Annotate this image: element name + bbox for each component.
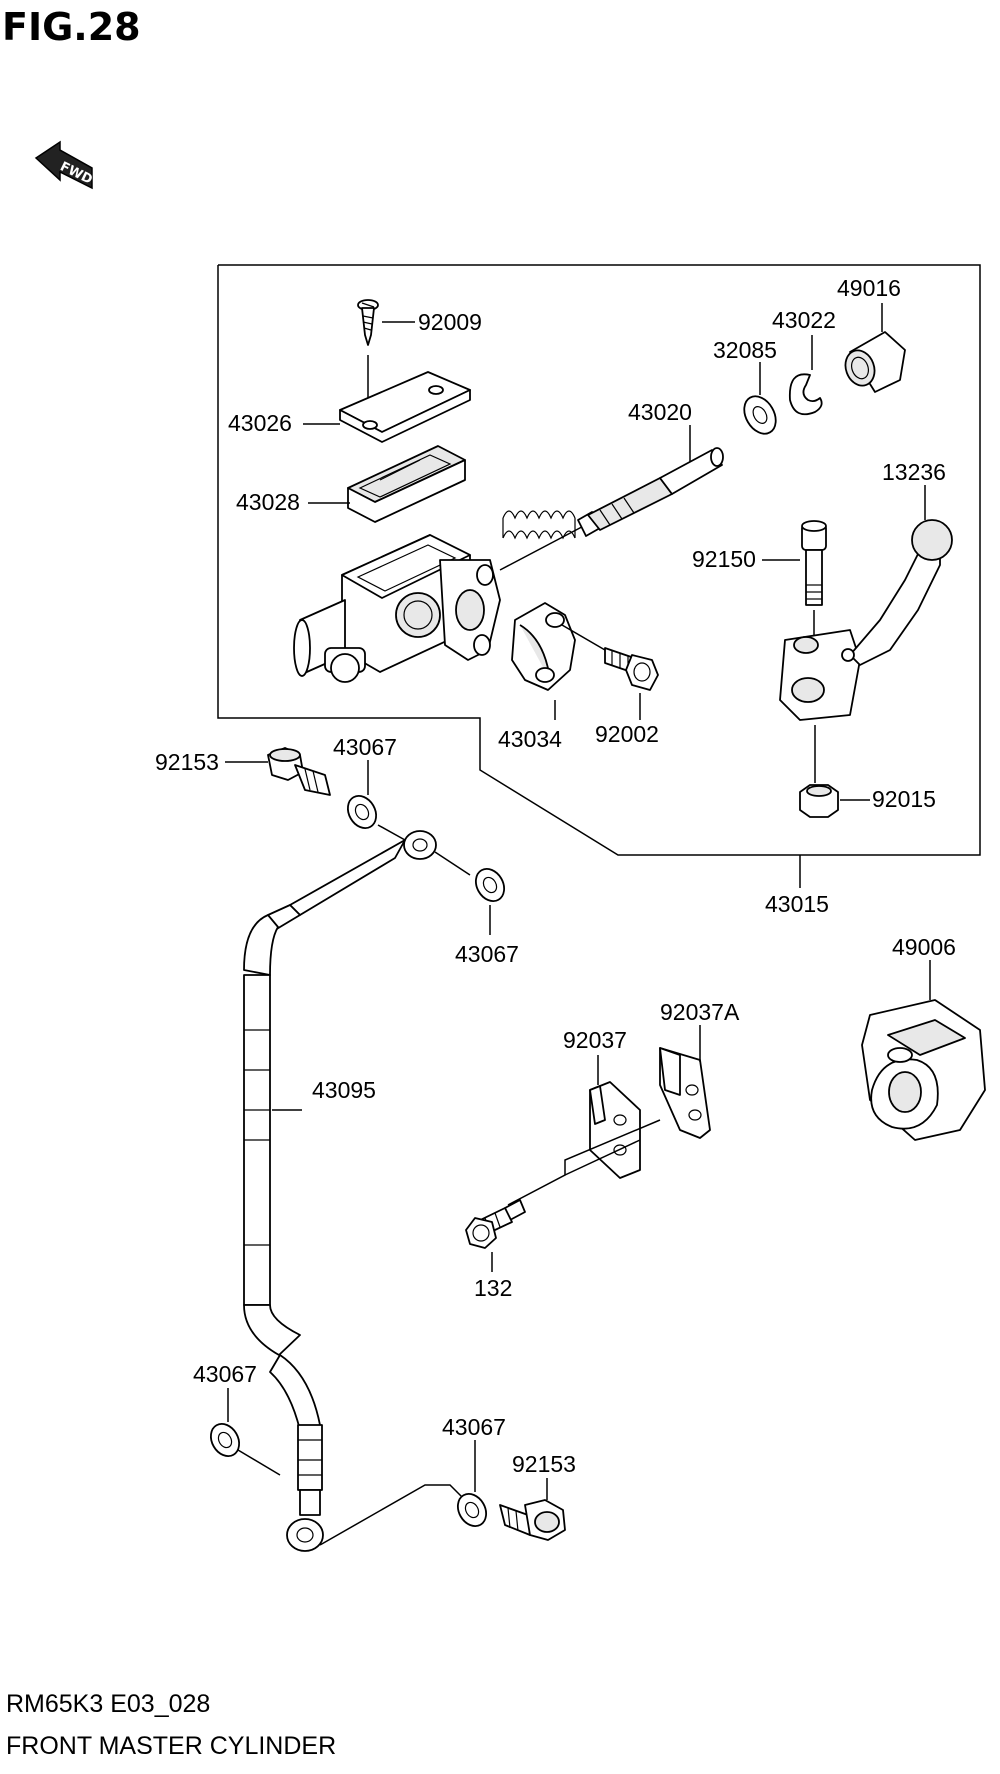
label-43067-a: 43067 (333, 734, 397, 760)
label-49006: 49006 (892, 934, 956, 960)
brake-hose-43095 (243, 824, 471, 1552)
pivot-bolt-92150 (801, 520, 827, 606)
washer-43067-d (456, 1493, 488, 1527)
figure-title: FIG.28 (2, 5, 141, 49)
fwd-arrow-icon: FWD (34, 140, 95, 190)
label-92153-bottom: 92153 (512, 1451, 576, 1477)
washer-43067-b (474, 868, 506, 902)
label-92015: 92015 (872, 786, 936, 812)
label-43067-d: 43067 (442, 1414, 506, 1440)
cap-43026 (339, 371, 471, 443)
washer-43067-a (346, 795, 378, 829)
screw-92009 (357, 299, 379, 410)
label-43015: 43015 (765, 891, 829, 917)
label-92153-top: 92153 (155, 749, 219, 775)
label-92002: 92002 (595, 721, 659, 747)
label-13236: 13236 (882, 459, 946, 485)
label-43026: 43026 (228, 410, 292, 436)
washer-32085 (743, 395, 777, 435)
label-92009: 92009 (418, 309, 482, 335)
label-43067-c: 43067 (193, 1361, 257, 1387)
piston-43020 (577, 447, 724, 537)
bracket-92037A (659, 1047, 711, 1139)
bolt-92002 (604, 647, 659, 691)
boot-49016 (844, 331, 906, 393)
diaphragm-43028 (347, 445, 466, 523)
label-132: 132 (474, 1275, 512, 1301)
label-92150: 92150 (692, 546, 756, 572)
circlip-43022 (788, 373, 823, 416)
clamp-43034 (511, 602, 576, 691)
kit-43015-outline (217, 264, 981, 856)
diagram-caption: FRONT MASTER CYLINDER (6, 1732, 336, 1760)
bolt-132 (465, 1199, 526, 1249)
holder-49006 (861, 999, 986, 1141)
label-43067-b: 43067 (455, 941, 519, 967)
banjo-bolt-92153-bottom (499, 1499, 566, 1541)
label-43020: 43020 (628, 399, 692, 425)
label-92037: 92037 (563, 1027, 627, 1053)
diagram-code: RM65K3 E03_028 (6, 1690, 210, 1718)
label-43095: 43095 (312, 1077, 376, 1103)
label-92037A: 92037A (660, 999, 740, 1025)
label-43028: 43028 (236, 489, 300, 515)
spring (502, 510, 576, 540)
lever-13236 (779, 519, 953, 721)
label-43034: 43034 (498, 726, 562, 752)
washer-43067-c (209, 1423, 241, 1457)
label-32085: 32085 (713, 337, 777, 363)
label-43022: 43022 (772, 307, 836, 333)
nut-92015 (799, 784, 839, 818)
master-cylinder-body (293, 534, 501, 683)
label-49016: 49016 (837, 275, 901, 301)
banjo-bolt-92153-top (267, 747, 331, 796)
bracket-92037 (589, 1081, 641, 1179)
